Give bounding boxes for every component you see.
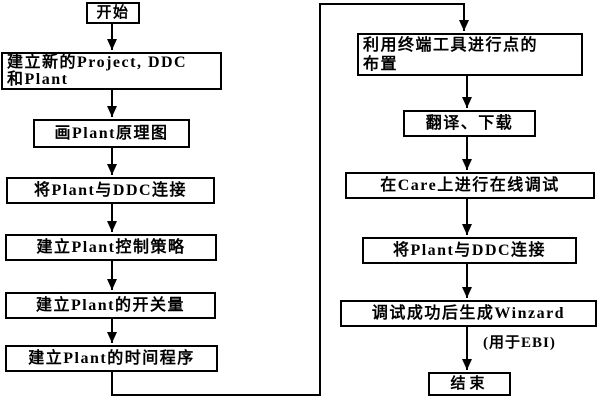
- connector-time-program-to-point-layout: [111, 3, 469, 396]
- flow-node-start: 开始: [86, 2, 140, 24]
- flow-node-switch-values: 建立Plant的开关量: [5, 292, 216, 319]
- flow-node-time-program: 建立Plant的时间程序: [5, 345, 218, 372]
- flow-node-control-strategy: 建立Plant控制策略: [5, 234, 217, 261]
- flow-node-point-layout: 利用终端工具进行点的 布置: [357, 33, 583, 76]
- flow-node-connect-plant-ddc-1: 将Plant与DDC连接: [6, 177, 215, 204]
- winzard-note-label: (用于EBI): [483, 335, 556, 351]
- flow-node-connect-plant-ddc-2: 将Plant与DDC连接: [362, 237, 577, 264]
- flow-node-create-project: 建立新的Project, DDC 和Plant: [1, 52, 222, 90]
- flow-node-online-debug: 在Care上进行在线调试: [345, 172, 595, 199]
- flow-node-translate-download: 翻译、下载: [403, 110, 536, 137]
- flow-node-end: 结束: [428, 372, 511, 396]
- flow-node-draw-plant-schematic: 画Plant原理图: [33, 119, 190, 148]
- flow-node-generate-winzard: 调试成功后生成Winzard: [340, 300, 597, 327]
